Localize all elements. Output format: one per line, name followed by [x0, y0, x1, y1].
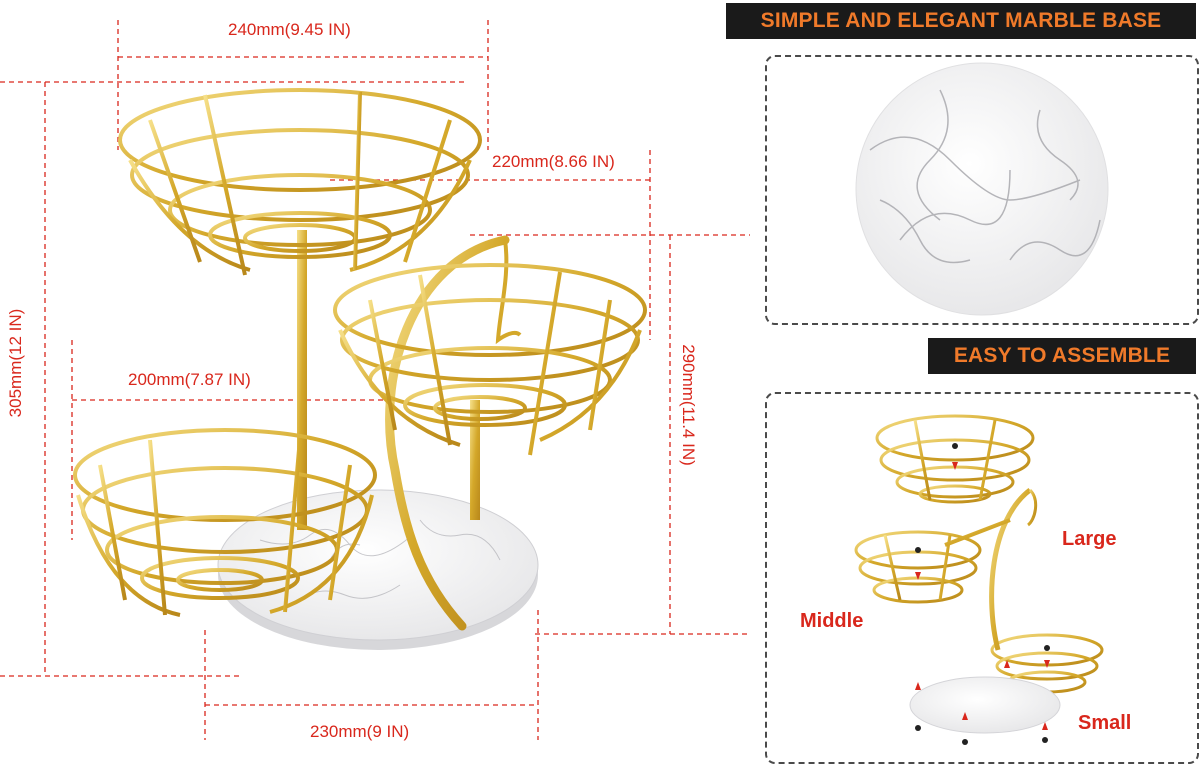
mid-width-label: 220mm(8.66 IN) — [492, 152, 615, 171]
top-width-label: 240mm(9.45 IN) — [228, 20, 351, 39]
total-height-label: 305mm(12 IN) — [6, 308, 25, 418]
assemble-banner: EASY TO ASSEMBLE — [928, 338, 1196, 374]
small-label: Small — [1078, 712, 1132, 734]
marble-base-panel — [765, 55, 1199, 325]
middle-basket — [333, 263, 647, 456]
assemble-panel — [765, 392, 1199, 764]
top-basket — [118, 88, 482, 276]
bottom-basket — [73, 428, 377, 617]
low-width-label: 200mm(7.87 IN) — [128, 370, 251, 389]
middle-label: Middle — [800, 610, 864, 632]
marble-base-banner: SIMPLE AND ELEGANT MARBLE BASE — [726, 3, 1196, 39]
right-height-label: 290mm(11.4 IN) — [679, 344, 698, 466]
base-width-label: 230mm(9 IN) — [310, 722, 410, 741]
marble-disk — [855, 62, 1109, 316]
large-label: Large — [1062, 528, 1117, 550]
dimension-lines — [0, 20, 750, 740]
